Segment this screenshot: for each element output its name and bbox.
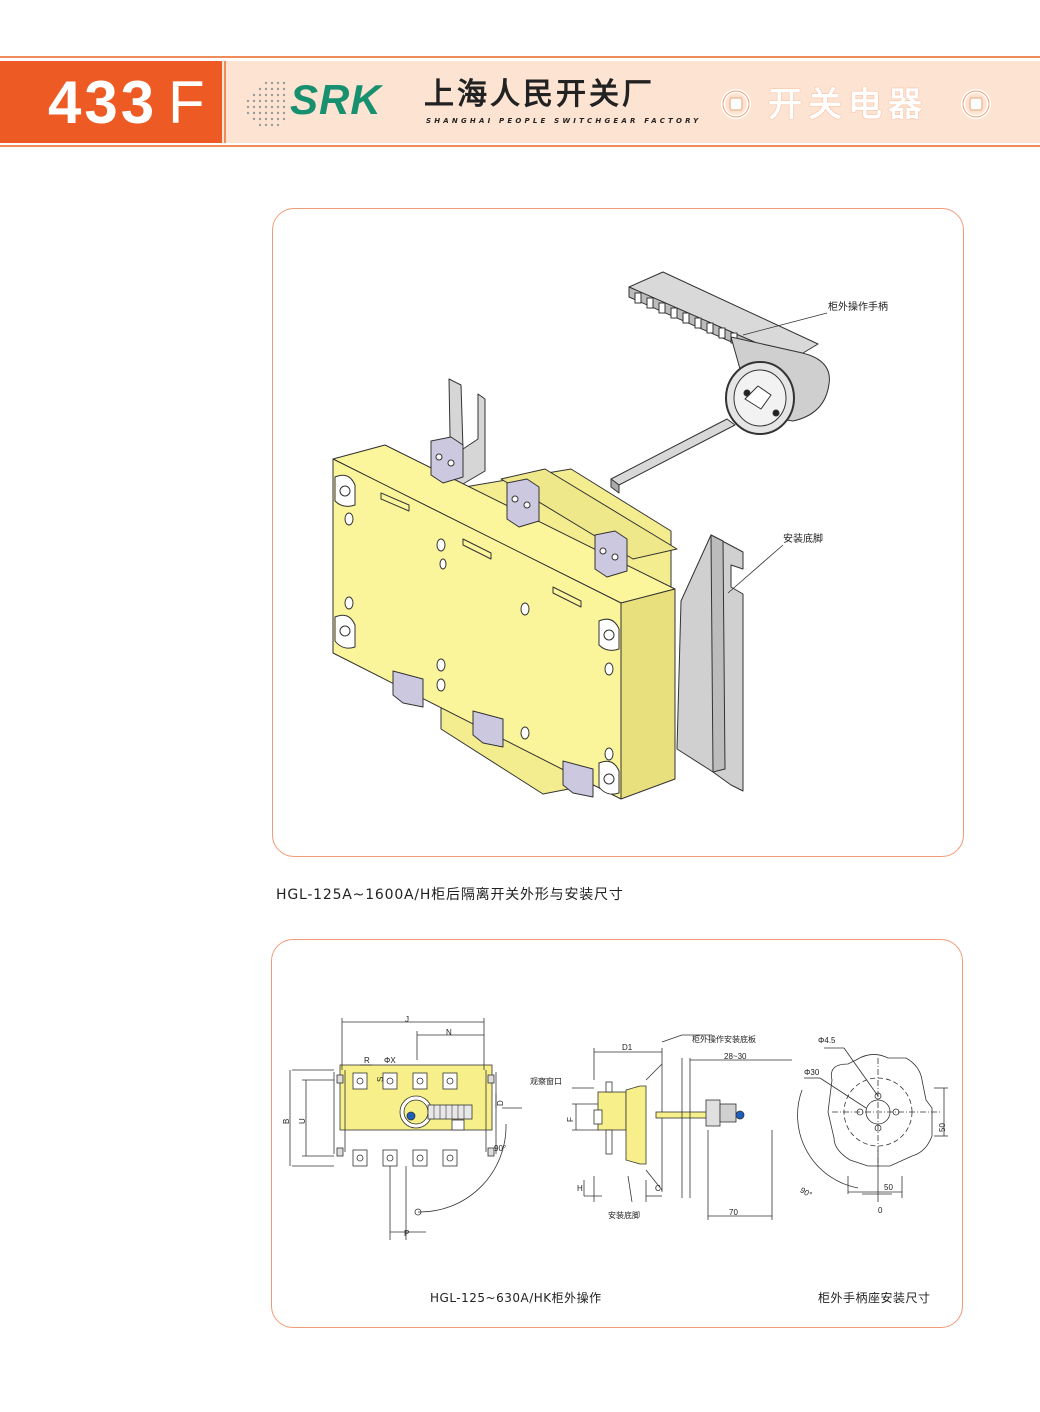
switch-front-face xyxy=(332,458,622,800)
dim-f: F xyxy=(566,1117,575,1122)
dim-cutout-horizontal: 50 xyxy=(884,1183,893,1192)
page-number-box xyxy=(0,61,222,143)
dim-d: D xyxy=(496,1100,505,1106)
page-number-separator xyxy=(224,61,226,143)
dim-n: N xyxy=(446,1028,452,1037)
company-name-en: SHANGHAI PEOPLE SWITCHGEAR FACTORY xyxy=(426,117,702,125)
dim-cutout-zero: 0 xyxy=(878,1206,883,1215)
label-mounting-plate: 柜外操作安装底板 xyxy=(692,1035,756,1044)
category-bullet-left-icon xyxy=(721,89,751,119)
dim-d1: D1 xyxy=(622,1043,633,1052)
brand-logo: SRK xyxy=(290,76,382,123)
dim-b: B xyxy=(282,1118,291,1124)
dim-j: J xyxy=(405,1015,409,1024)
company-name-cn: 上海人民开关厂 xyxy=(424,77,655,112)
label-mounting-foot: 安装底脚 xyxy=(783,534,823,545)
figure1-caption: HGL-125A~1600A/H柜后隔离开关外形与安装尺寸 xyxy=(276,887,624,903)
front-view-drawing xyxy=(289,1018,522,1240)
figure2-caption-right: 柜外手柄座安装尺寸 xyxy=(818,1291,931,1305)
category-title: 开关电器 xyxy=(768,85,928,125)
halftone-dots-icon xyxy=(246,81,286,127)
dim-s: S xyxy=(376,1076,385,1082)
header-top-rule xyxy=(0,56,1040,58)
page-suffix: F xyxy=(168,69,205,136)
dim-u: U xyxy=(298,1118,307,1124)
figure2-caption-left: HGL-125~630A/HK柜外操作 xyxy=(430,1291,602,1305)
dim-c: C xyxy=(655,1184,661,1193)
label-external-handle: 柜外操作手柄 xyxy=(828,302,888,313)
dim-phi-4-5: Φ4.5 xyxy=(818,1036,836,1045)
category-bullet-right-icon xyxy=(961,89,991,119)
dim-front-angle: 90° xyxy=(494,1144,507,1153)
dim-p: P xyxy=(404,1229,410,1238)
isometric-figure-panel: 柜外操作手柄 安装底脚 xyxy=(272,208,964,857)
page-number: 433 xyxy=(48,69,158,136)
header-bottom-rule xyxy=(0,145,1040,147)
label-side-mounting-foot: 安装底脚 xyxy=(608,1211,640,1220)
side-view-drawing xyxy=(572,1034,792,1220)
dim-r: R xyxy=(364,1056,370,1065)
technical-drawings xyxy=(289,1018,948,1240)
dim-h: H xyxy=(577,1184,583,1193)
cutout-drawing xyxy=(797,1047,948,1202)
dim-cutout-vertical: 50 xyxy=(938,1123,947,1132)
switch-isometric-drawing xyxy=(332,271,830,800)
leader-lines xyxy=(727,312,828,594)
dim-28-30: 28~30 xyxy=(724,1052,747,1061)
external-handle-drawing xyxy=(628,271,830,435)
dim-x: ΦX xyxy=(384,1056,396,1065)
mounting-foot-drawing xyxy=(676,534,744,792)
label-observation-window: 观察窗口 xyxy=(530,1077,562,1086)
dim-phi-30: Φ30 xyxy=(804,1068,820,1077)
technical-drawings-panel: J N R ΦX S D B U P 90° D1 柜外操作安装底板 28~30… xyxy=(271,939,963,1328)
dim-70: 70 xyxy=(729,1208,738,1217)
